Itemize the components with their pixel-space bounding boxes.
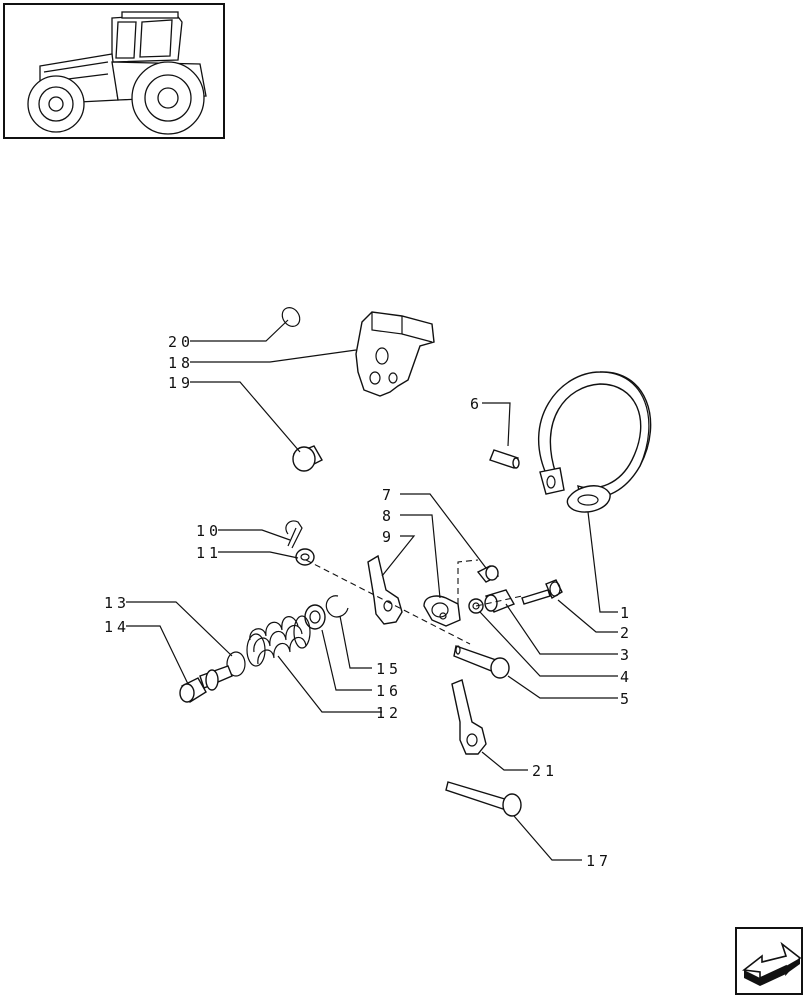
part-13-ring — [226, 651, 246, 677]
callout-16: 16 — [376, 682, 402, 700]
part-16-washer — [304, 604, 326, 630]
part-21-lever — [451, 679, 487, 755]
callout-19: 19 — [168, 374, 194, 392]
callout-20: 20 — [168, 333, 194, 351]
part-8-clevis — [423, 595, 461, 627]
assembly-axis-lines — [305, 559, 523, 645]
part-20-o-ring — [281, 307, 301, 327]
callout-14: 14 — [104, 618, 130, 636]
callout-13: 13 — [104, 594, 130, 612]
next-page-button[interactable] — [735, 927, 803, 995]
part-6-pin — [489, 449, 520, 469]
part-17-bolt — [445, 781, 522, 817]
callout-10: 10 — [196, 522, 222, 540]
part-15-circlip — [325, 595, 349, 618]
callout-labels: 20 18 19 6 7 8 9 10 11 13 14 15 16 12 1 … — [104, 333, 633, 870]
next-page-arrow-icon — [741, 941, 802, 986]
callout-3: 3 — [620, 646, 633, 664]
part-1-band-clamp — [537, 371, 652, 513]
part-10-split-pin — [285, 520, 303, 549]
callout-15: 15 — [376, 660, 402, 678]
callout-2: 2 — [620, 624, 633, 642]
part-2-bolt — [521, 579, 563, 605]
part-14-stud — [179, 665, 233, 704]
part-12-spring — [246, 615, 311, 667]
callout-4: 4 — [620, 668, 633, 686]
part-7-pin — [476, 565, 500, 583]
part-19-bushing — [292, 445, 323, 472]
callout-7: 7 — [382, 486, 395, 504]
part-18-bracket — [355, 311, 435, 397]
part-9-lever — [367, 554, 403, 625]
part-5-clevis-pin — [453, 645, 510, 679]
leader-lines — [126, 319, 618, 861]
callout-8: 8 — [382, 507, 395, 525]
callout-18: 18 — [168, 354, 194, 372]
callout-5: 5 — [620, 690, 633, 708]
callout-17: 17 — [586, 852, 612, 870]
callout-1: 1 — [620, 604, 633, 622]
callout-12: 12 — [376, 704, 402, 722]
tractor-icon — [27, 11, 207, 135]
callout-9: 9 — [382, 528, 395, 546]
callout-6: 6 — [470, 395, 483, 413]
tractor-thumbnail — [3, 3, 225, 139]
callout-11: 11 — [196, 544, 222, 562]
callout-21: 21 — [532, 762, 558, 780]
